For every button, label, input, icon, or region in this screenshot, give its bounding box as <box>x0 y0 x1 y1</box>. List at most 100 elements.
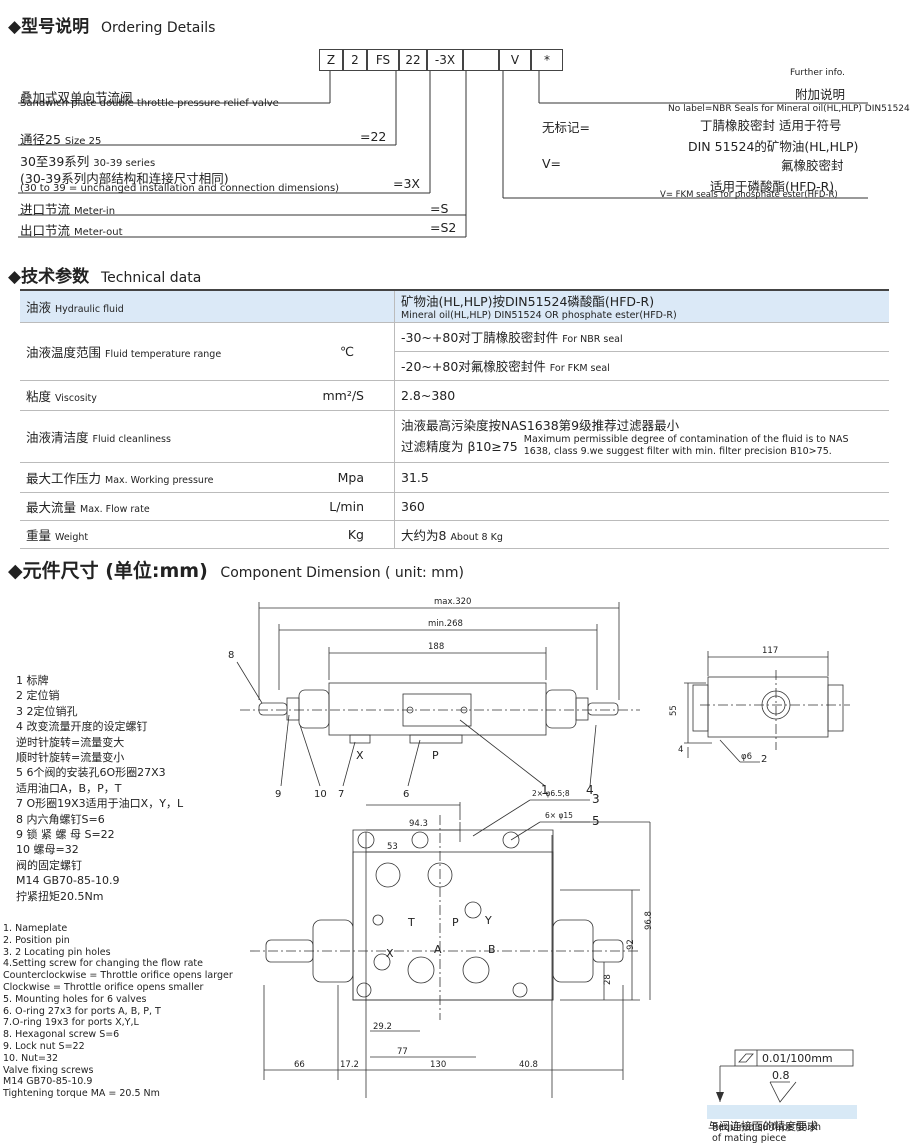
param-value: 31.5 <box>394 462 889 493</box>
port-y: Y <box>484 914 492 927</box>
legend-en-line: 1. Nameplate <box>3 923 68 934</box>
legend-cn-line: 阀的固定螺钉 <box>16 858 82 872</box>
dimension-title: ◆元件尺寸 (单位:mm) Component Dimension ( unit… <box>8 556 464 583</box>
param-cn: 油液温度范围 <box>26 344 102 360</box>
legend-en-line: Valve fixing screws <box>3 1064 94 1076</box>
order-item-cn2: (30-39系列内部结构和连接尺寸相同) <box>20 171 229 186</box>
table-row: 最大流量 Max. Flow rate L/min 360 <box>20 492 889 521</box>
order-item-en2: (30 to 39 = unchanged installation and c… <box>20 183 340 194</box>
code-box: 2 <box>343 49 367 71</box>
legend-cn-line: 9 锁 紧 螺 母 S=22 <box>16 828 115 842</box>
legend-cn-line: 适用油口A，B，P，T <box>16 781 122 795</box>
further-info-en: Further info. <box>790 68 846 78</box>
param-value: 2.8~380 <box>394 380 889 411</box>
param-name: 最大流量 Max. Flow rate <box>20 492 282 521</box>
callout-10: 10 <box>314 789 327 800</box>
dim-96-8: 96.8 <box>644 911 654 930</box>
callout-4: 4 <box>586 783 594 797</box>
table-row: 重量 Weight Kg 大约为8 About 8 Kg <box>20 520 889 549</box>
legend-en-line: M14 GB70-85-10.9 <box>3 1076 93 1088</box>
value-en: For FKM seal <box>549 363 610 374</box>
legend-cn-line: 逆时针旋转=流量变大 <box>16 735 125 749</box>
order-item-cn: 进口节流 <box>20 202 71 217</box>
callout-3: 3 <box>592 792 600 806</box>
legend-en-line: Clockwise = Throttle orifice opens small… <box>3 981 204 993</box>
legend-en-line: 3. 2 Locating pin holes <box>3 946 111 958</box>
param-cn: 油液清洁度 <box>26 429 89 445</box>
flatness-value: 0.01/100mm <box>762 1052 833 1065</box>
ordering-title-en: Ordering Details <box>101 20 216 36</box>
param-cn: 重量 <box>26 527 52 543</box>
port-a: A <box>434 943 442 956</box>
surface-note-en1: Required surface finish <box>712 1122 822 1133</box>
table-top-rule <box>20 289 889 291</box>
legend-cn-line: 10 螺母=32 <box>16 843 79 857</box>
legend-en-line: 9. Lock nut S=22 <box>3 1040 85 1052</box>
legend-cn-line: 5 6个阀的安装孔6O形圈27X3 <box>16 766 166 780</box>
dim-40-8: 40.8 <box>519 1060 538 1070</box>
dimension-title-cn: ◆元件尺寸 (单位:mm) <box>8 560 208 582</box>
dim-53: 53 <box>387 842 398 852</box>
value-en-block: Maximum permissible degree of contaminat… <box>524 434 849 458</box>
param-name: 油液清洁度 Fluid cleanliness <box>20 410 282 463</box>
callout-5: 5 <box>592 814 600 828</box>
param-value: -30~+80对丁腈橡胶密封件 For NBR seal <box>394 322 889 352</box>
legend-cn-line: 1 标牌 <box>16 674 49 687</box>
legend-en-line: 2. Position pin <box>3 934 70 946</box>
param-en: Max. Working pressure <box>105 474 214 486</box>
nbr-line1: 丁腈橡胶密封 适用于符号 <box>700 118 842 133</box>
port-t: T <box>407 916 415 929</box>
port-x-side: X <box>356 749 364 762</box>
param-en: Weight <box>55 531 89 543</box>
param-en: Max. Flow rate <box>80 503 150 515</box>
param-value: 360 <box>394 492 889 521</box>
param-en: Fluid temperature range <box>105 348 222 360</box>
dim-117: 117 <box>762 646 778 656</box>
table-row: -20~+80对氟橡胶密封件 For FKM seal <box>20 351 889 381</box>
value-en: About 8 Kg <box>450 531 503 543</box>
dim-28: 28 <box>603 974 613 985</box>
order-item-value: =S2 <box>430 220 457 235</box>
order-item-value: =22 <box>360 129 387 144</box>
technical-title: ◆技术参数 Technical data <box>8 262 201 287</box>
dim-188: 188 <box>428 642 444 652</box>
table-row: 油液温度范围 Fluid temperature range ℃ -30~+80… <box>20 322 889 381</box>
param-cn: 粘度 <box>26 388 52 404</box>
port-x: X <box>386 947 394 960</box>
param-unit: Mpa <box>282 462 395 493</box>
param-name: 油液 Hydraulic fluid <box>20 291 282 323</box>
fkm-en: V= FKM seals for phosphate ester(HFD-R) <box>660 190 838 200</box>
order-item-value: =S <box>430 201 449 216</box>
param-value: 油液最高污染度按NAS1638第9级推荐过滤器最小 过滤精度为 β10≥75 M… <box>394 410 889 463</box>
value-cn: 矿物油(HL,HLP)按DIN51524磷酸酯(HFD-R) <box>401 294 655 310</box>
value-cn: -30~+80对丁腈橡胶密封件 <box>401 330 559 345</box>
dim-phi6: φ6 <box>741 752 752 762</box>
code-box <box>463 49 499 71</box>
legend-en-line: 4.Setting screw for changing the flow ra… <box>3 958 204 970</box>
code-box: V <box>499 49 531 71</box>
table-row: 粘度 Viscosity mm²/S 2.8~380 <box>20 380 889 411</box>
value-en2: 1638, class 9.we suggest filter with min… <box>523 445 832 457</box>
legend-cn-line: 拧紧扭矩20.5Nm <box>16 889 104 903</box>
dim-holes5: 6× φ15 <box>545 811 573 820</box>
param-name: 重量 Weight <box>20 520 282 549</box>
table-row: 油液清洁度 Fluid cleanliness 油液最高污染度按NAS1638第… <box>20 410 889 463</box>
legend-en-line: 5. Mounting holes for 6 valves <box>3 993 147 1005</box>
dim-94-3: 94.3 <box>409 819 428 829</box>
order-item-3: 30至39系列 30-39 series <box>20 151 155 170</box>
legend-cn-line: 3 2定位销孔 <box>16 704 78 718</box>
ordering-title: ◆型号说明 Ordering Details <box>8 12 215 37</box>
param-unit: ℃ <box>282 322 395 381</box>
dim-min268: min.268 <box>428 619 463 629</box>
ordering-title-cn: ◆型号说明 <box>8 17 90 37</box>
param-unit: mm²/S <box>282 380 395 411</box>
ordering-leader-lines <box>18 71 868 238</box>
param-name: 最大工作压力 Max. Working pressure <box>20 462 282 493</box>
value-en: Maximum permissible degree of contaminat… <box>523 433 849 445</box>
param-name: 粘度 Viscosity <box>20 380 282 411</box>
order-item-cn: 通径25 <box>20 132 61 147</box>
value-cn: 油液最高污染度按NAS1638第9级推荐过滤器最小 <box>401 417 680 433</box>
value-en: For NBR seal <box>562 334 623 345</box>
param-value: 大约为8 About 8 Kg <box>394 520 889 549</box>
legend-cn-line: 顺时针旋转=流量变小 <box>16 751 125 765</box>
